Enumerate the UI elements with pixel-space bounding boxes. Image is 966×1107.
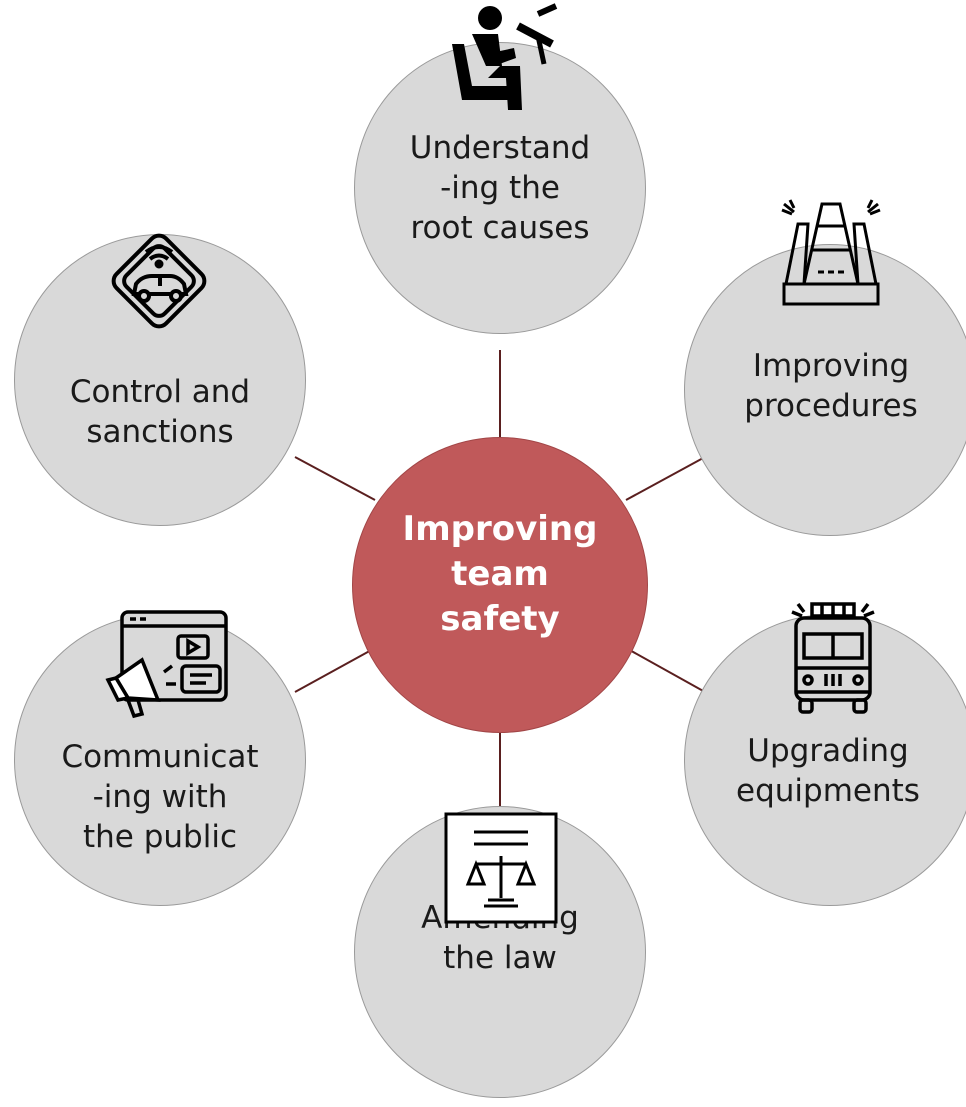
- fire-truck-icon: [790, 598, 876, 716]
- connector-sanctions: [294, 456, 376, 501]
- node-procedures-label: Improving procedures: [744, 348, 918, 424]
- traffic-cones-icon: [778, 196, 884, 308]
- node-procedures-circle: [684, 244, 966, 536]
- person-reading-icon: [442, 3, 558, 112]
- hub-label: Improving team safety: [402, 509, 598, 639]
- node-root-causes-label: Understand -ing the root causes: [409, 130, 591, 246]
- node-public-label: Communicat -ing with the public: [61, 739, 259, 855]
- connected-car-sign-icon: [100, 222, 218, 340]
- node-equipments-label: Upgrading equipments: [736, 733, 920, 809]
- connector-public: [294, 647, 376, 693]
- connector-procedures: [625, 456, 706, 501]
- node-sanctions-label: Control and sanctions: [69, 374, 251, 450]
- hub-circle: [352, 437, 648, 733]
- connector-equipments: [625, 647, 706, 693]
- megaphone-media-icon: [105, 608, 228, 720]
- law-scales-document-icon: [444, 812, 558, 924]
